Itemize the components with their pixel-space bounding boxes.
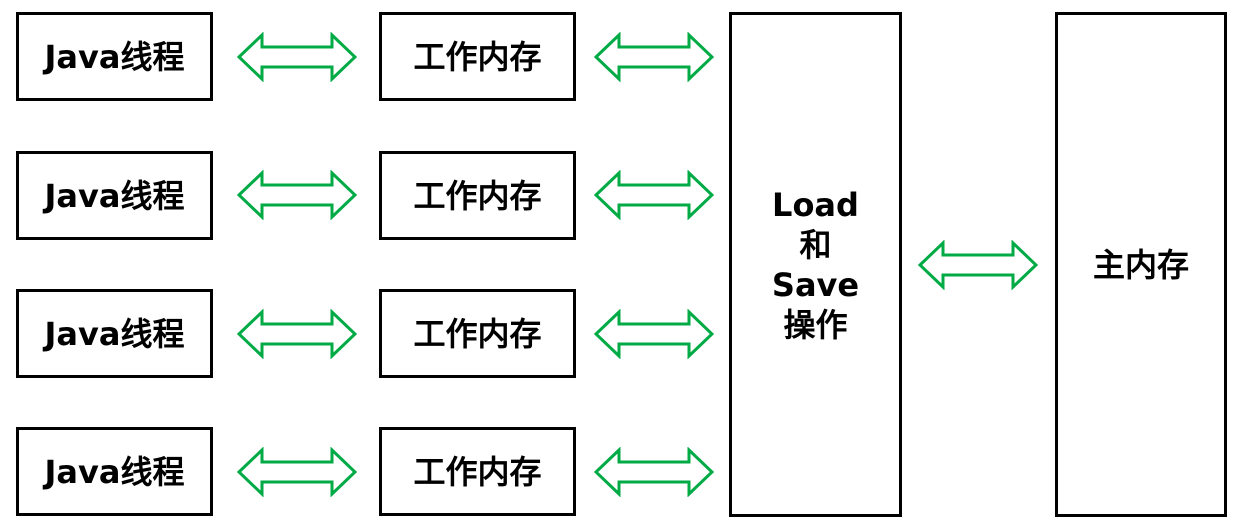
operation-line-3: Save (771, 265, 860, 304)
working-memory-box-2: 工作内存 (379, 151, 576, 240)
operation-line-2: 和 (799, 225, 832, 264)
working-memory-box-4: 工作内存 (379, 427, 576, 516)
java-thread-box-3: Java线程 (16, 289, 213, 378)
main-memory-label: 主内存 (1092, 245, 1189, 284)
working-memory-label: 工作内存 (413, 176, 542, 215)
main-memory-box: 主内存 (1055, 12, 1227, 517)
working-memory-label: 工作内存 (413, 314, 542, 353)
double-arrow-icon (594, 447, 714, 497)
java-thread-box-4: Java线程 (16, 427, 213, 516)
double-arrow-icon (594, 170, 714, 220)
double-arrow-icon (918, 240, 1038, 290)
operation-line-4: 操作 (783, 305, 848, 344)
java-thread-box-2: Java线程 (16, 151, 213, 240)
double-arrow-icon (594, 32, 714, 82)
java-thread-box-1: Java线程 (16, 12, 213, 101)
working-memory-label: 工作内存 (413, 452, 542, 491)
working-memory-box-3: 工作内存 (379, 289, 576, 378)
double-arrow-icon (594, 309, 714, 359)
double-arrow-icon (237, 32, 357, 82)
double-arrow-icon (237, 447, 357, 497)
double-arrow-icon (237, 170, 357, 220)
working-memory-box-1: 工作内存 (379, 12, 576, 101)
operation-label: Load 和 Save 操作 (772, 185, 859, 345)
load-save-operation-box: Load 和 Save 操作 (729, 12, 902, 517)
java-thread-label: Java线程 (44, 37, 185, 76)
java-thread-label: Java线程 (44, 176, 185, 215)
double-arrow-icon (237, 309, 357, 359)
java-thread-label: Java线程 (44, 314, 185, 353)
java-thread-label: Java线程 (44, 452, 185, 491)
working-memory-label: 工作内存 (413, 37, 542, 76)
operation-line-1: Load (772, 185, 859, 224)
